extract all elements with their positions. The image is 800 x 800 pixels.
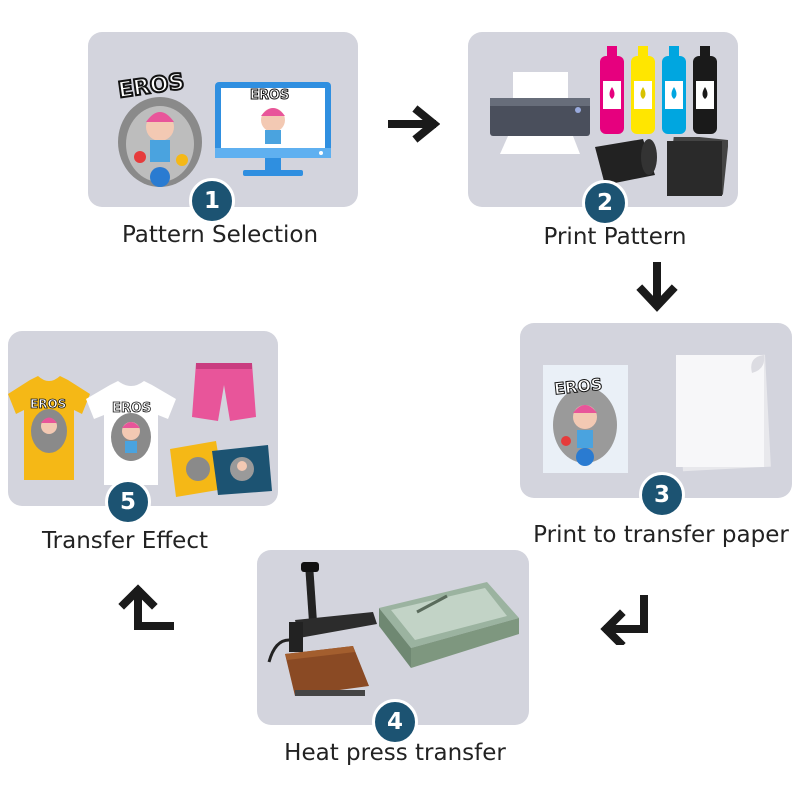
ink-bottles-icon [600,46,717,134]
white-tshirt-design-text: EROS [112,401,152,417]
pillows-icon [170,441,272,497]
step-1-badge: 1 [189,178,235,224]
monitor-design-text: EROS [249,88,290,104]
step-2-label: Print Pattern [543,224,687,250]
step-3-badge: 3 [639,472,685,518]
arrow-return-left-icon [600,595,648,645]
step-3-label: Print to transfer paper [533,522,789,548]
step-3-panel: EROS [520,323,792,498]
step-2-badge: 2 [582,180,628,226]
printer-icon [490,72,590,154]
film-roll-icon [595,139,657,185]
step-4-badge: 4 [372,699,418,745]
step-1-panel: EROS EROS [88,32,358,207]
heat-press-machine-icon [267,562,377,696]
arrow-up-turn-icon [118,584,174,630]
step-4-panel [257,550,529,725]
step-2-panel [468,32,738,207]
yellow-tshirt-icon [8,376,90,480]
step-5-label: Transfer Effect [42,528,208,554]
step-4-label: Heat press transfer [284,740,506,766]
monitor-icon [215,82,331,176]
white-tshirt-icon [86,381,176,485]
step-5-badge: 5 [105,479,151,525]
transfer-artwork [553,387,617,466]
step-5-panel: EROS EROS [8,331,278,506]
pattern-artwork [118,97,202,187]
film-sheets-icon [667,137,728,196]
pink-shorts-icon [192,363,256,421]
step-1-label: Pattern Selection [121,222,319,248]
transfer-paper-stack-icon [676,354,771,472]
heat-press-open-icon [379,582,519,668]
arrow-down-icon [636,262,678,312]
yellow-tshirt-design-text: EROS [30,397,67,412]
arrow-right-icon [388,105,440,143]
